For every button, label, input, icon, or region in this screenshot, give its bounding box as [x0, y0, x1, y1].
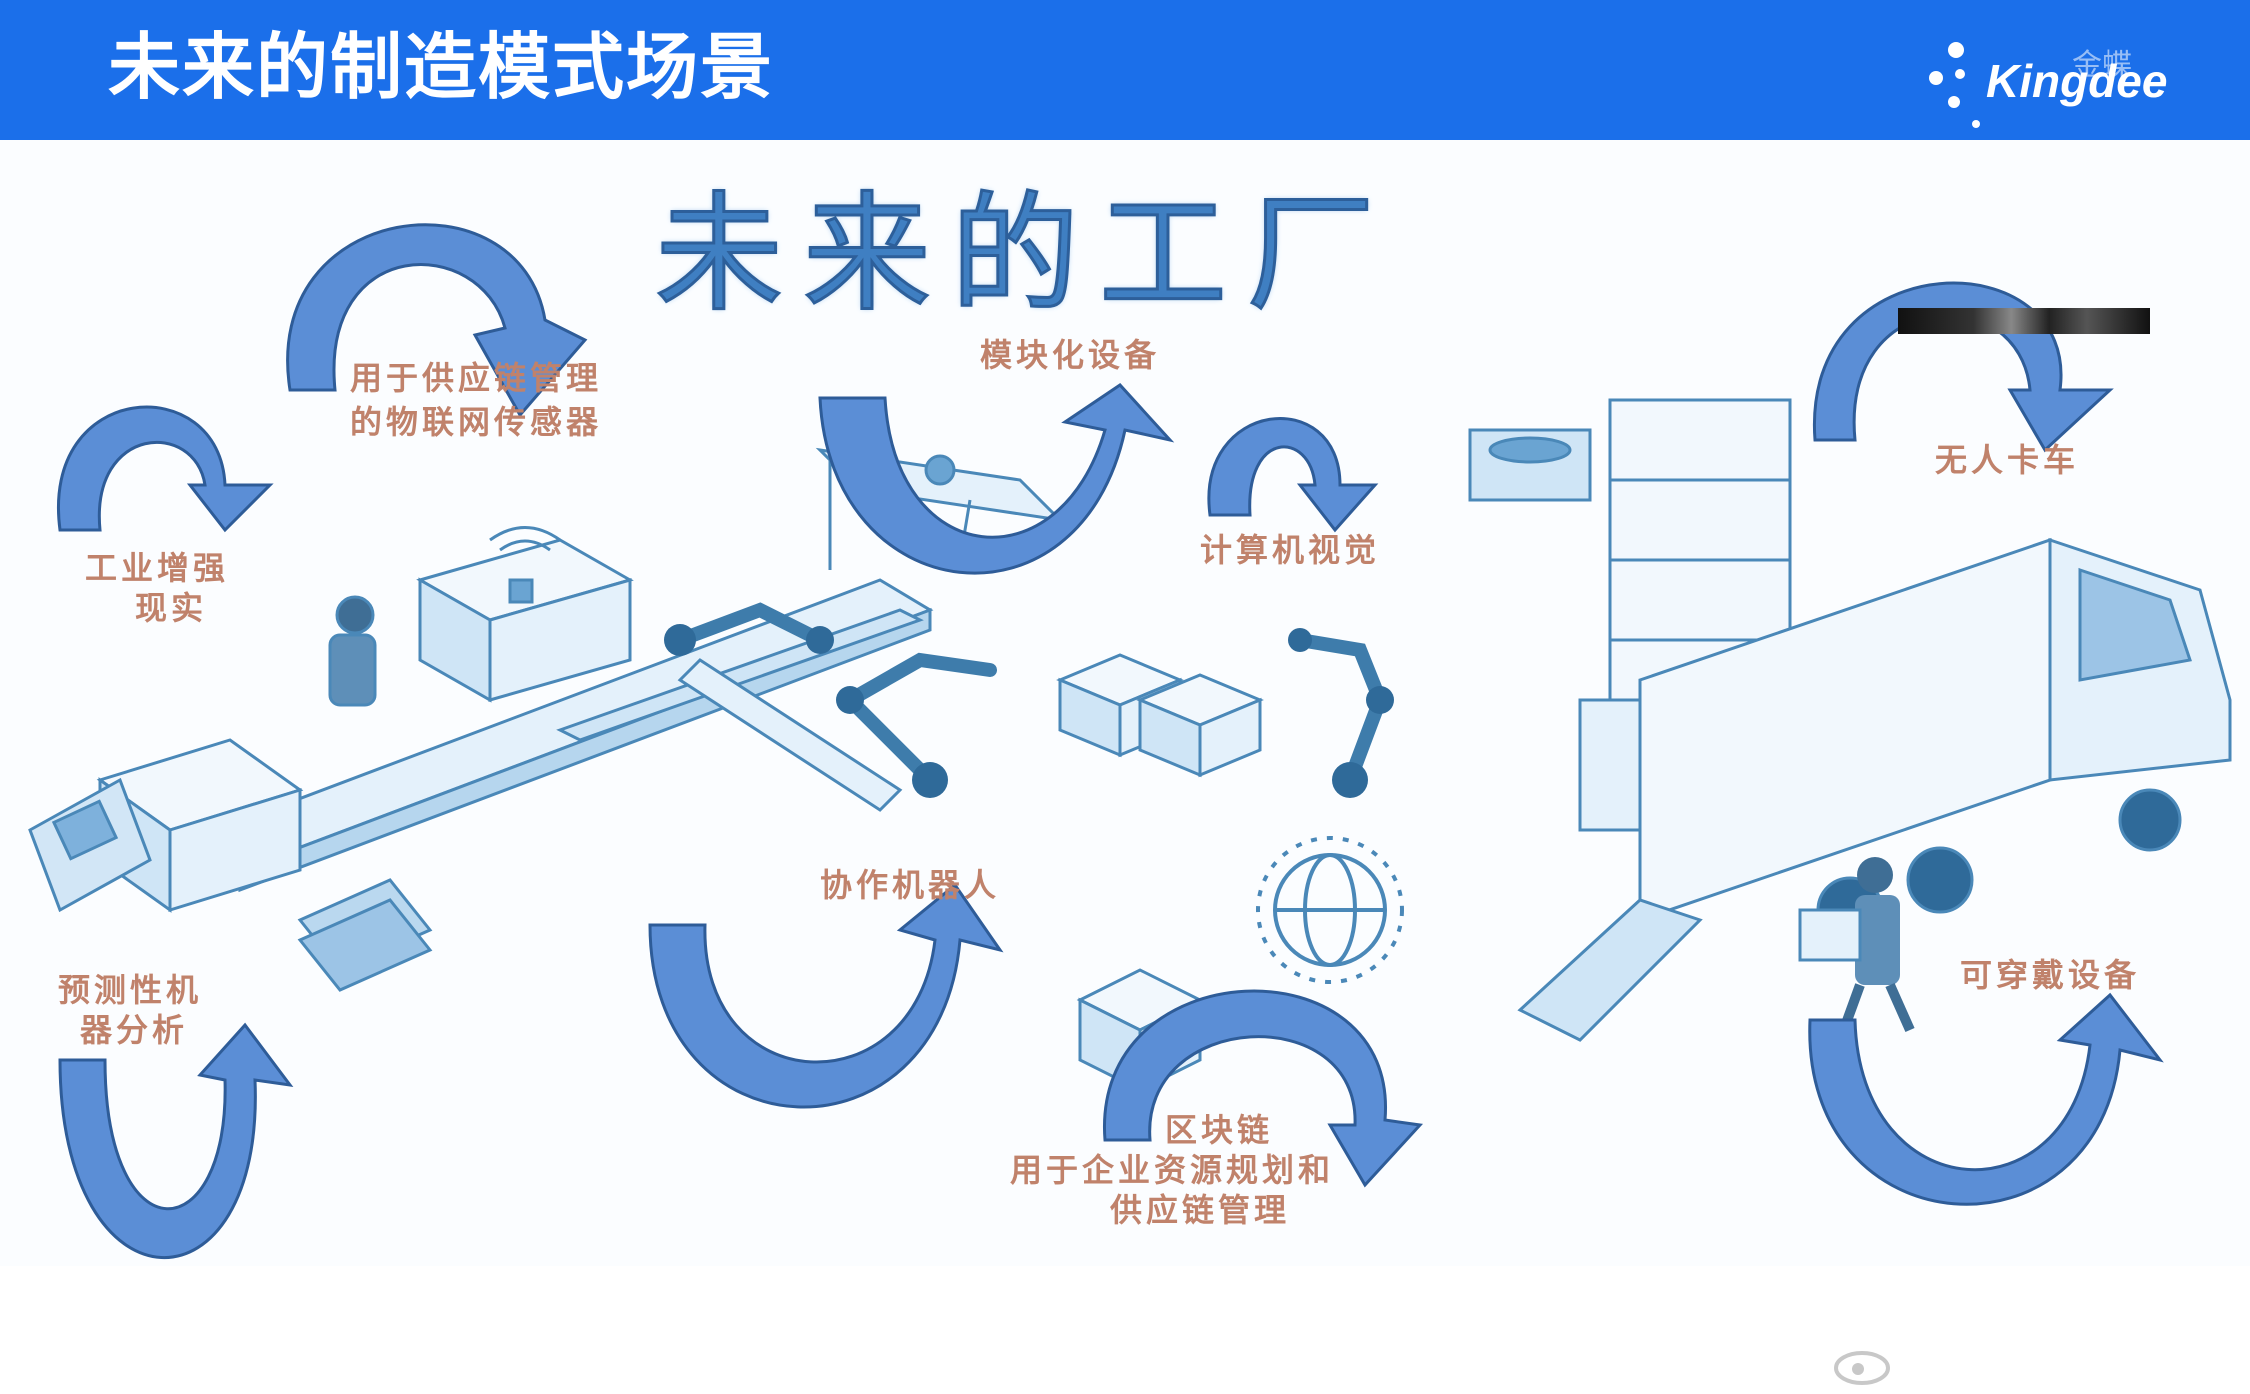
label-blockchain-line3: 供应链管理 — [1110, 1191, 1291, 1229]
arrow-wearable — [1808, 992, 2164, 1206]
label-modular: 模块化设备 — [980, 336, 1161, 374]
illustration-drawing — [0, 140, 2250, 1266]
globe-illustration — [1256, 836, 1404, 984]
label-ar-line2: 现实 — [135, 589, 208, 627]
logo-chinese: 金蝶 — [2072, 48, 2132, 83]
label-vision: 计算机视觉 — [1200, 531, 1381, 569]
label-cobot: 协作机器人 — [820, 866, 1001, 904]
label-ar-line1: 工业增强 — [85, 549, 230, 587]
truck-illustration — [1517, 537, 2232, 1042]
label-wearable: 可穿戴设备 — [1960, 956, 2141, 994]
factory-title: 未来的工厂 — [653, 179, 1396, 331]
cycle-arrows — [56, 223, 2164, 1260]
label-driverless: 无人卡车 — [1935, 441, 2080, 479]
weibo-icon — [1834, 1351, 1890, 1385]
arrow-ar — [56, 405, 274, 533]
vision-boxes-illustration — [1056, 653, 1264, 778]
label-iot-line2: 的物联网传感器 — [350, 403, 603, 441]
arrow-cobot — [648, 882, 1004, 1109]
redacted-bar — [1898, 308, 2150, 334]
label-predictive-line1: 预测性机 — [58, 971, 203, 1009]
label-predictive-line2: 器分析 — [80, 1011, 189, 1049]
label-blockchain-line2: 用于企业资源规划和 — [1010, 1151, 1335, 1189]
logo-wordmark: Kingdee — [1986, 55, 2168, 107]
arrow-blockchain — [1103, 989, 1424, 1188]
label-iot-line1: 用于供应链管理 — [350, 359, 603, 397]
logo-dots-icon — [1929, 42, 1980, 128]
weibo-watermark — [1830, 1342, 2230, 1392]
factory-illustration: 未来的工厂 用于供应链管理 的物联网传感器 模块化设备 无人卡车 工业增强 现实… — [0, 140, 2250, 1385]
assembly-line-illustration — [28, 526, 934, 992]
arrow-iot — [286, 223, 588, 418]
arrow-modular — [818, 383, 1175, 575]
robot-joints — [664, 624, 1394, 798]
slide-header: 未来的制造模式场景 Kingdee 金蝶 — [0, 0, 2250, 140]
kingdee-logo: Kingdee 金蝶 — [1920, 38, 2180, 128]
cobot-arm-illustration — [673, 602, 1388, 787]
arrow-vision — [1207, 416, 1379, 533]
arrow-predictive — [58, 1022, 294, 1260]
label-blockchain-line1: 区块链 — [1165, 1111, 1274, 1149]
slide-title: 未来的制造模式场景 — [108, 25, 775, 109]
